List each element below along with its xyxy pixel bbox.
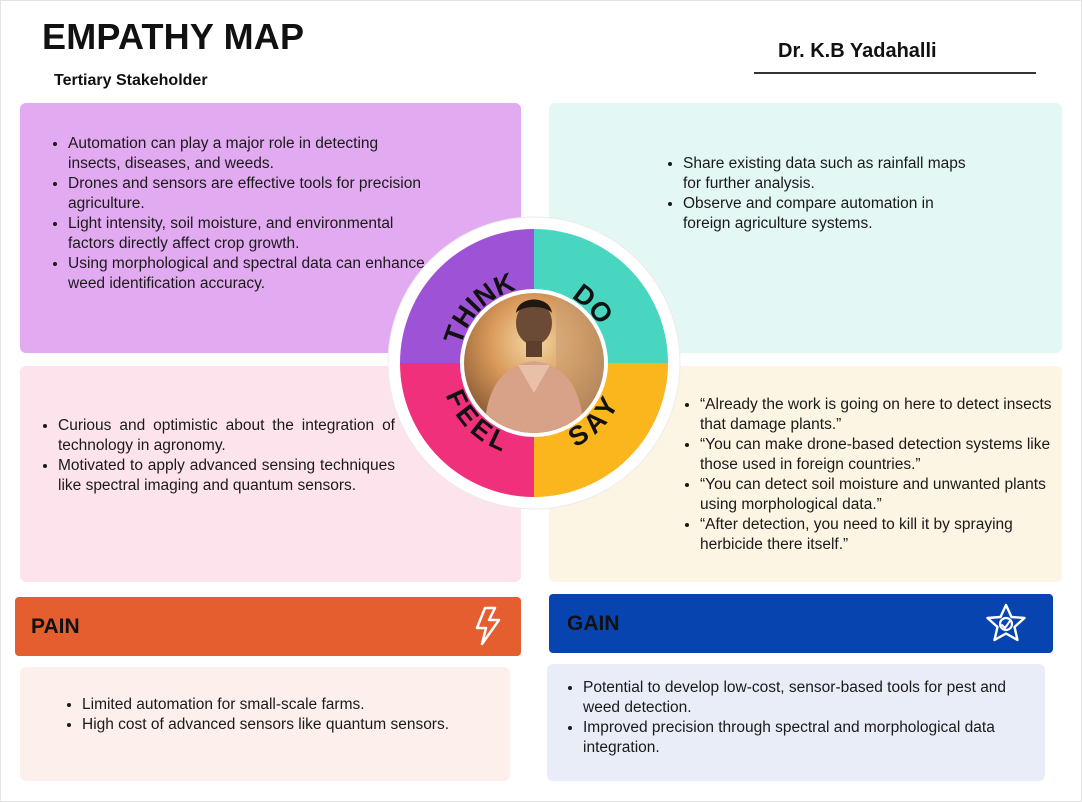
list-item: Using morphological and spectral data ca… [68, 254, 428, 294]
say-list: “Already the work is going on here to de… [700, 395, 1052, 555]
list-item: Limited automation for small-scale farms… [82, 695, 492, 715]
lightning-icon [475, 606, 501, 646]
star-badge-icon [986, 603, 1026, 642]
list-item: Potential to develop low-cost, sensor-ba… [583, 678, 1043, 718]
page-subtitle: Tertiary Stakeholder [54, 72, 208, 89]
pain-panel: Limited automation for small-scale farms… [20, 667, 510, 781]
wheel-ring-outline [387, 216, 681, 510]
list-item: “After detection, you need to kill it by… [700, 515, 1052, 555]
list-item: High cost of advanced sensors like quant… [82, 715, 492, 735]
empathy-wheel: THINK DO FEEL SAY [387, 216, 681, 510]
do-list: Share existing data such as rainfall map… [683, 154, 983, 234]
stakeholder-photo [464, 293, 604, 433]
list-item: Share existing data such as rainfall map… [683, 154, 983, 194]
list-item: Light intensity, soil moisture, and envi… [68, 214, 428, 254]
list-item: Improved precision through spectral and … [583, 718, 1043, 758]
gain-label: GAIN [567, 612, 620, 635]
list-item: Automation can play a major role in dete… [68, 134, 428, 174]
list-item: Curious and optimistic about the integra… [58, 416, 395, 456]
list-item: “Already the work is going on here to de… [700, 395, 1052, 435]
pain-header: PAIN [15, 597, 521, 656]
gain-list: Potential to develop low-cost, sensor-ba… [583, 678, 1043, 758]
list-item: Motivated to apply advanced sensing tech… [58, 456, 395, 496]
list-item: “You can make drone-based detection syst… [700, 435, 1052, 475]
gain-header: GAIN [549, 594, 1053, 653]
gain-panel: Potential to develop low-cost, sensor-ba… [547, 664, 1045, 781]
do-panel: Share existing data such as rainfall map… [549, 103, 1062, 353]
list-item: Drones and sensors are effective tools f… [68, 174, 428, 214]
pain-label: PAIN [31, 615, 80, 638]
pain-list: Limited automation for small-scale farms… [82, 695, 492, 735]
feel-list: Curious and optimistic about the integra… [58, 416, 395, 496]
page-title: EMPATHY MAP [42, 16, 305, 57]
author-name: Dr. K.B Yadahalli [778, 40, 937, 62]
author-underline [754, 72, 1036, 74]
list-item: Observe and compare automation in foreig… [683, 194, 983, 234]
list-item: “You can detect soil moisture and unwant… [700, 475, 1052, 515]
think-list: Automation can play a major role in dete… [68, 134, 428, 294]
